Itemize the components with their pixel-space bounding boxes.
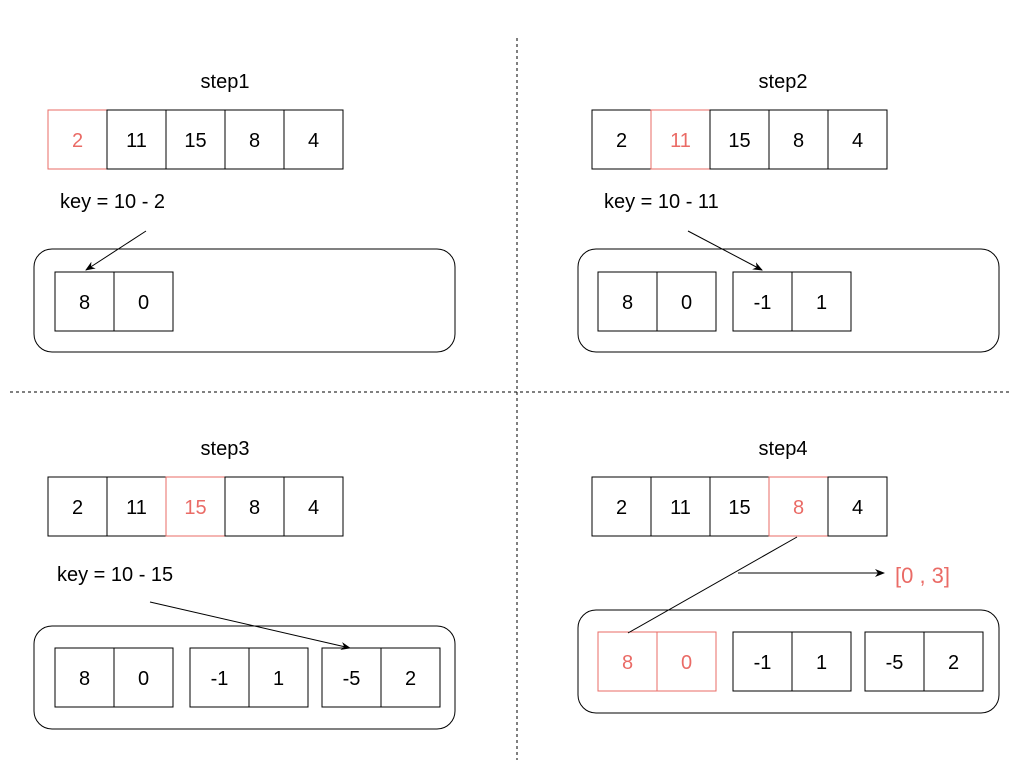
- map-value-cell: [113, 271, 174, 332]
- map-key: 8: [622, 652, 633, 674]
- array-cell: [827, 109, 888, 170]
- map-value-cell: [380, 647, 441, 708]
- array-cell-value: 8: [793, 130, 804, 152]
- map-entry: -5 2: [321, 647, 441, 708]
- array-cell-value: 8: [249, 497, 260, 519]
- array-cell-value: 8: [249, 130, 260, 152]
- array-cell-value: 15: [184, 497, 206, 519]
- hash-map-container: [33, 625, 456, 730]
- key-label: key = 10 - 11: [604, 191, 719, 213]
- lookup-arrow: [85, 230, 147, 271]
- array-cell-value: 15: [184, 130, 206, 152]
- array-cell: [283, 109, 344, 170]
- step-title: step2: [759, 71, 808, 93]
- map-key: 8: [622, 292, 633, 314]
- array-cell-value: 2: [616, 497, 627, 519]
- map-value: 2: [948, 652, 959, 674]
- map-key: -1: [754, 292, 772, 314]
- map-value-cell: [791, 271, 852, 332]
- array-cell-value: 2: [72, 130, 83, 152]
- array-cell-value: 15: [728, 497, 750, 519]
- input-array: 2 11 15 8 4: [47, 476, 344, 537]
- map-key: 8: [79, 668, 90, 690]
- map-value: 0: [681, 652, 692, 674]
- map-value-cell: [791, 631, 852, 692]
- map-value: 0: [138, 292, 149, 314]
- map-value-cell: [113, 647, 174, 708]
- array-cell-value: 4: [852, 130, 863, 152]
- step-title: step4: [759, 438, 808, 460]
- array-cell-value: 4: [852, 497, 863, 519]
- map-value-cell: [656, 271, 717, 332]
- map-value: 1: [816, 292, 827, 314]
- map-key: -1: [211, 668, 229, 690]
- array-cell: [827, 476, 888, 537]
- array-cell-value: 4: [308, 497, 319, 519]
- hash-map-container: [577, 609, 1000, 714]
- array-cell-value: 2: [616, 130, 627, 152]
- step-title: step3: [201, 438, 250, 460]
- map-value: 1: [816, 652, 827, 674]
- hash-map-container: [577, 248, 1000, 353]
- map-key: 8: [79, 292, 90, 314]
- hash-map-container: [33, 248, 456, 353]
- key-label: key = 10 - 15: [57, 564, 173, 586]
- array-cell-value: 11: [670, 497, 691, 519]
- input-array: 2 11 15 8 4: [47, 109, 344, 170]
- map-value: 1: [273, 668, 284, 690]
- step-title: step1: [201, 71, 250, 93]
- array-cell: [283, 476, 344, 537]
- map-entry: -1 1: [189, 647, 309, 708]
- array-cell-value: 11: [126, 130, 147, 152]
- map-value-cell: [656, 631, 717, 692]
- array-cell-value: 11: [126, 497, 147, 519]
- map-key: -5: [343, 668, 361, 690]
- lookup-arrow: [687, 230, 763, 271]
- lookup-arrow: [149, 601, 351, 650]
- map-key: -5: [886, 652, 904, 674]
- map-value-cell: [923, 631, 984, 692]
- map-value: 0: [681, 292, 692, 314]
- input-array: 2 11 15 8 4: [591, 109, 888, 170]
- map-entry: -5 2: [864, 631, 984, 692]
- map-value: 2: [405, 668, 416, 690]
- key-label: key = 10 - 2: [60, 191, 165, 213]
- map-value: 0: [138, 668, 149, 690]
- input-array: 2 11 15 8 4: [591, 476, 888, 537]
- map-entry: -1 1: [732, 271, 852, 332]
- map-entry: -1 1: [732, 631, 852, 692]
- array-cell-value: 2: [72, 497, 83, 519]
- array-cell-value: 8: [793, 497, 804, 519]
- array-cell-value: 15: [728, 130, 750, 152]
- array-cell-value: 4: [308, 130, 319, 152]
- match-connector: [627, 536, 798, 634]
- map-value-cell: [248, 647, 309, 708]
- array-cell-value: 11: [670, 130, 691, 152]
- result-label: [0 , 3]: [895, 563, 950, 588]
- map-key: -1: [754, 652, 772, 674]
